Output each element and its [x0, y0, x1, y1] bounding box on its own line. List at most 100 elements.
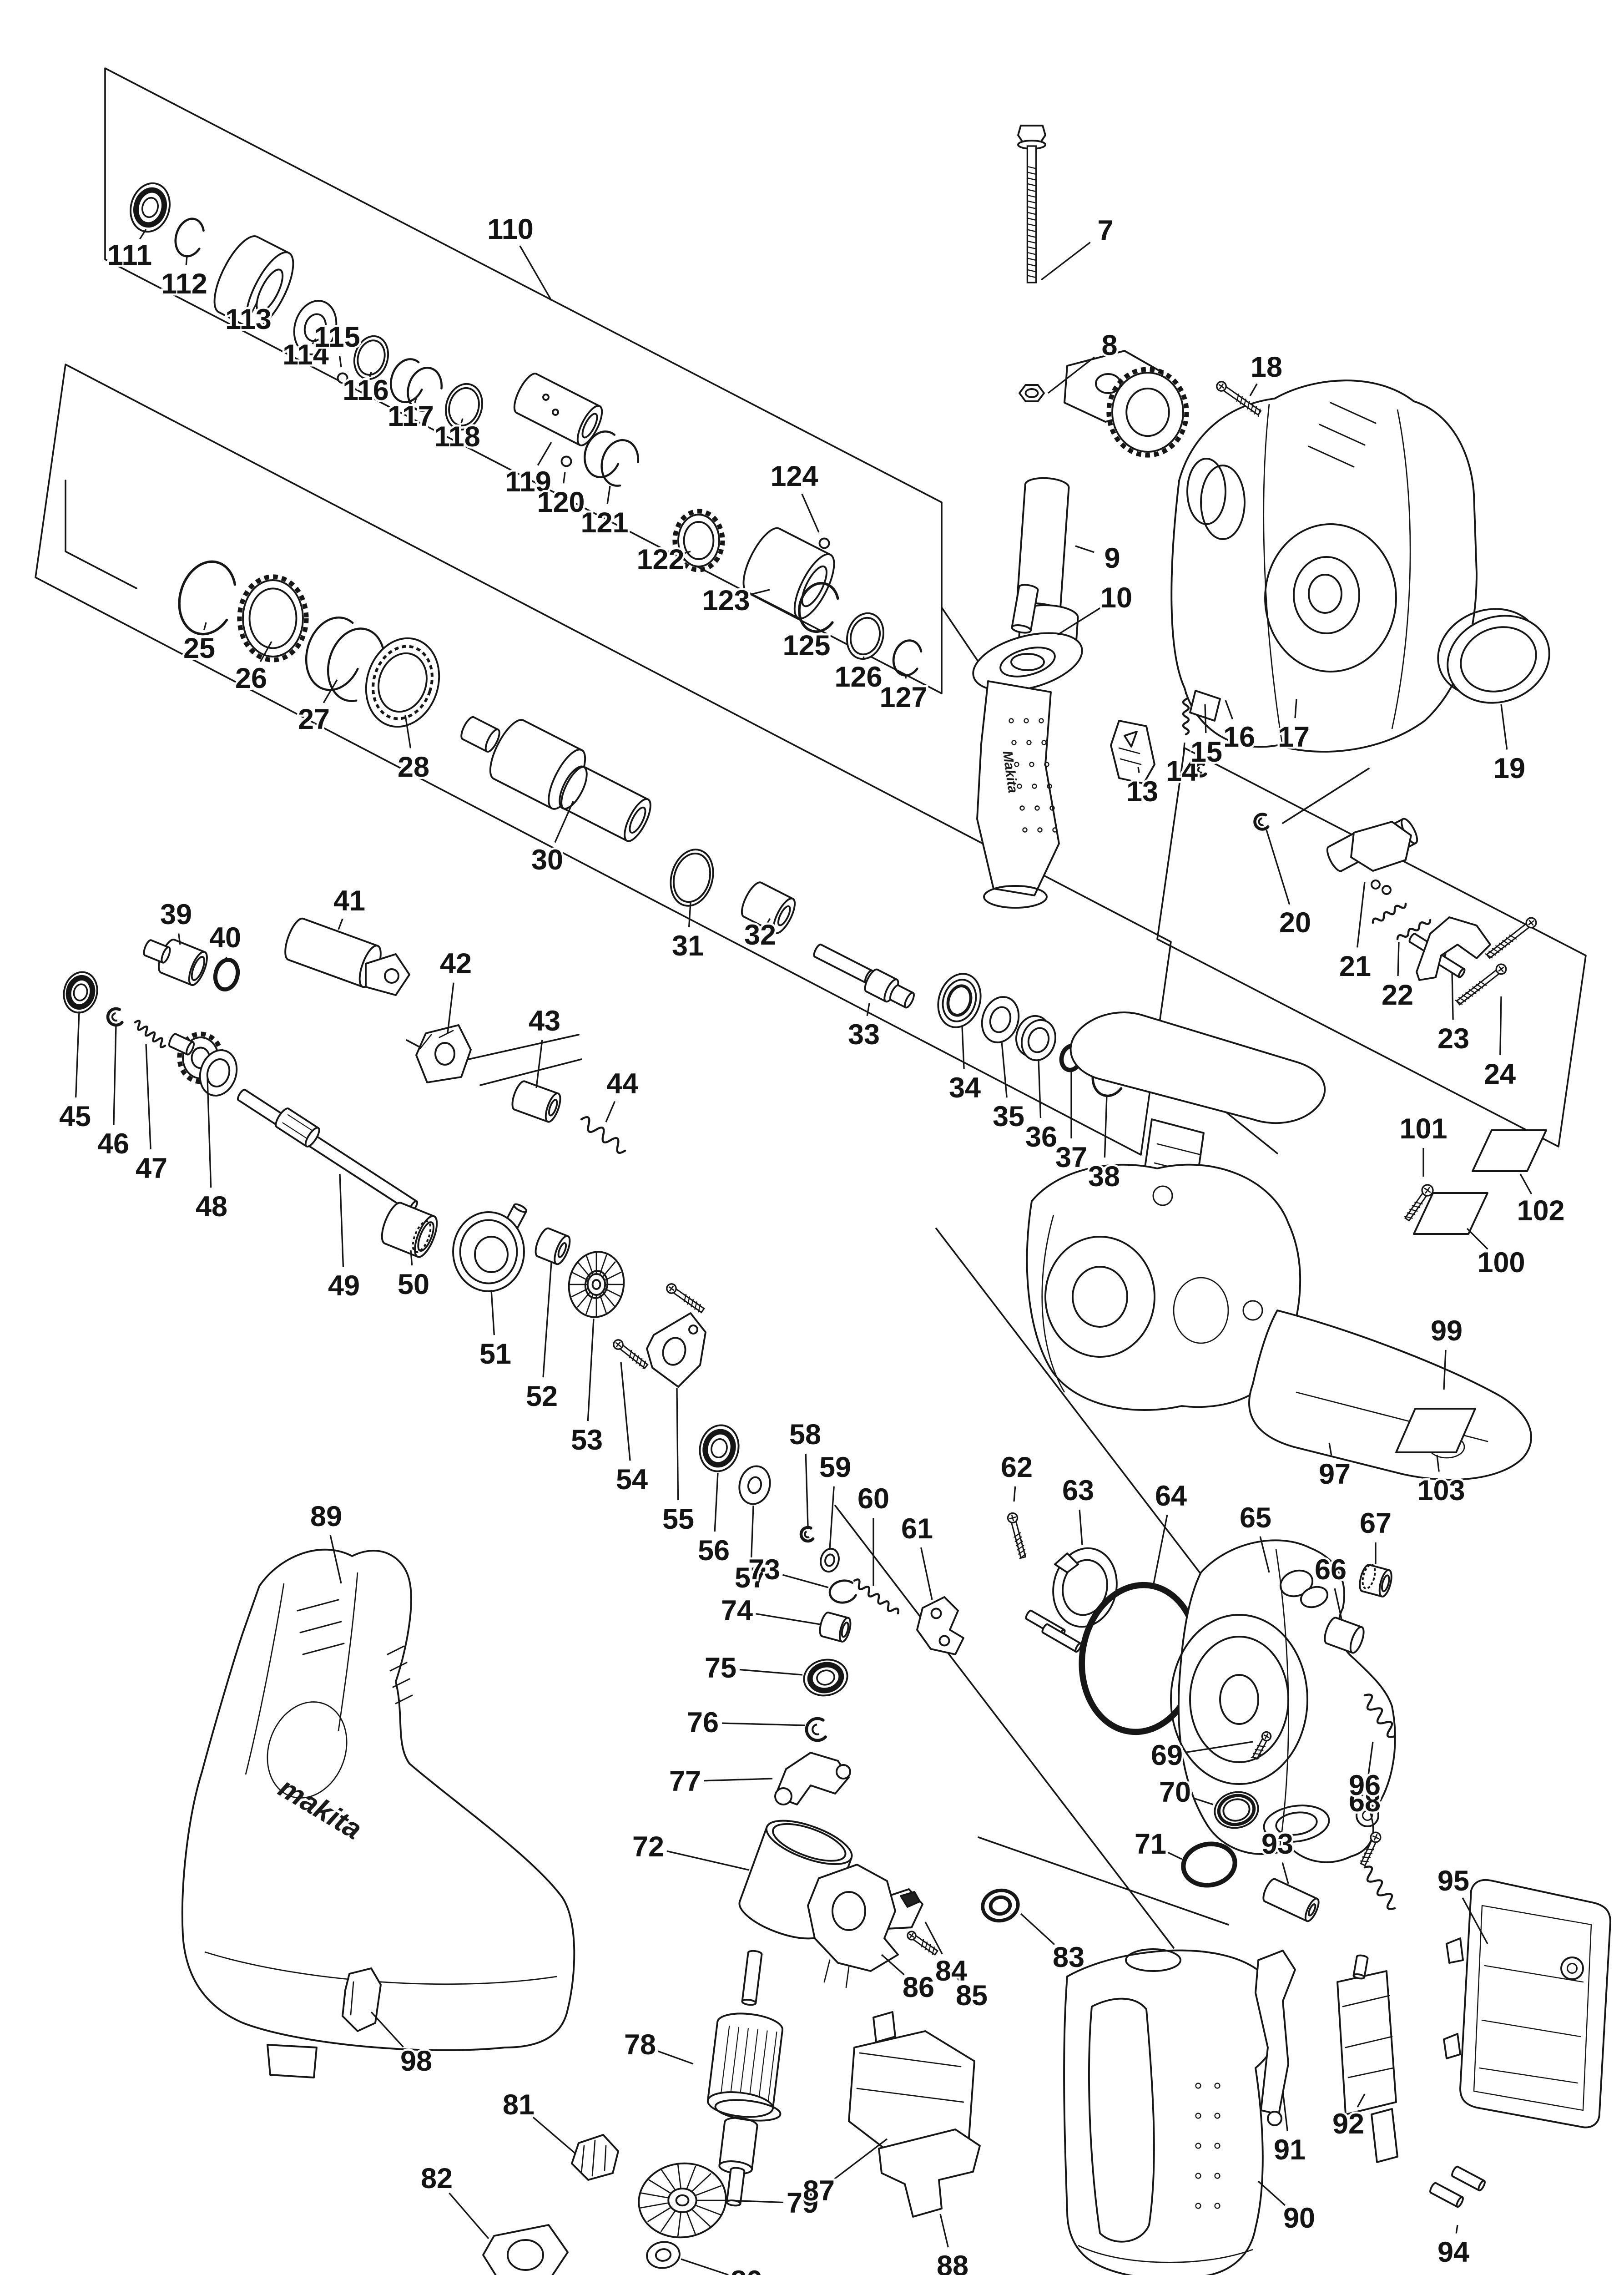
part-96-label: 96 — [1349, 1769, 1381, 1801]
part-44-drawing — [580, 1116, 626, 1154]
part-48-label: 48 — [196, 1191, 227, 1223]
part-97-leader — [1328, 1442, 1332, 1456]
part-115-leader — [339, 356, 342, 368]
part-63-leader — [1079, 1509, 1083, 1546]
part-7-drawing — [1017, 125, 1046, 283]
part-25-drawing — [178, 560, 237, 636]
part-124-leader — [801, 493, 820, 533]
part-68-drawing — [1363, 1694, 1396, 1910]
part-30-drawing — [460, 716, 651, 842]
part-70-label: 70 — [1159, 1776, 1191, 1808]
part-119-drawing — [513, 373, 603, 446]
part-87-leader — [833, 2138, 888, 2180]
part-22-label: 22 — [1382, 979, 1413, 1011]
part-34-drawing — [937, 973, 982, 1028]
part-100-leader — [1466, 1228, 1488, 1250]
part-123-drawing — [742, 527, 835, 620]
part-118-label: 118 — [434, 421, 480, 453]
part-50-drawing — [381, 1202, 438, 1258]
part-102-label: 102 — [1517, 1195, 1564, 1227]
part-39-label: 39 — [160, 899, 192, 930]
leader-lines — [75, 229, 1533, 2275]
part-8-drawing — [1019, 384, 1045, 402]
part-33-leader — [866, 1003, 870, 1016]
part-53-leader — [587, 1318, 595, 1421]
part-8-leader — [1047, 356, 1095, 394]
part-27-drawing — [305, 617, 386, 702]
part-90-drawing — [1063, 1948, 1281, 2275]
part-127-drawing — [892, 639, 923, 677]
part-121-leader — [606, 485, 611, 504]
part-58-drawing — [799, 1526, 817, 1543]
part-46-leader — [113, 1025, 117, 1125]
part-73-label: 73 — [748, 1554, 780, 1586]
part-23-drawing — [1408, 916, 1491, 981]
part-18-label: 18 — [1251, 351, 1282, 383]
part-21-leader — [1357, 881, 1366, 948]
part-15-label: 15 — [1190, 736, 1222, 768]
part-99-label: 99 — [1431, 1315, 1463, 1347]
part-92-label: 92 — [1332, 2108, 1364, 2140]
part-34-label: 34 — [949, 1072, 981, 1104]
part-122-drawing — [672, 509, 725, 572]
part-14-leader — [1183, 742, 1185, 753]
part-80-drawing — [646, 2241, 681, 2269]
part-111-leader — [139, 229, 147, 240]
part-53-drawing — [568, 1251, 625, 1318]
part-44-label: 44 — [606, 1068, 638, 1100]
part-83-label: 83 — [1053, 1941, 1084, 1973]
part-112-leader — [185, 256, 188, 265]
part-64-label: 64 — [1155, 1480, 1187, 1512]
part-79-leader — [727, 2199, 784, 2204]
part-82-label: 82 — [421, 2163, 453, 2194]
part-74-label: 74 — [721, 1595, 753, 1627]
part-62-leader — [1013, 1486, 1016, 1502]
part-38-label: 38 — [1088, 1161, 1120, 1193]
part-57-leader — [750, 1505, 754, 1559]
part-99-drawing — [1026, 1011, 1532, 1481]
part-117-drawing — [390, 358, 443, 412]
part-16-label: 16 — [1223, 721, 1255, 753]
part-59-drawing — [820, 1547, 840, 1573]
part-83-drawing — [981, 1888, 1020, 1923]
part-17-drawing — [1170, 379, 1478, 753]
part-53-label: 53 — [571, 1424, 603, 1456]
part-78-label: 78 — [624, 2029, 656, 2061]
part-67-label: 67 — [1360, 1507, 1392, 1539]
part-81-drawing — [571, 2134, 619, 2181]
part-89-label: 89 — [310, 1501, 342, 1532]
part-7-leader — [1040, 242, 1091, 281]
part-40-label: 40 — [209, 922, 241, 954]
part-59-label: 59 — [819, 1451, 851, 1483]
part-116-drawing — [353, 335, 389, 380]
part-74-drawing — [819, 1612, 852, 1643]
part-56-drawing — [699, 1424, 740, 1472]
part-30-label: 30 — [531, 844, 563, 876]
part-18-drawing — [1216, 381, 1262, 417]
part-90-label: 90 — [1283, 2202, 1315, 2234]
part-110-leader — [519, 245, 552, 301]
part-113-drawing — [213, 235, 294, 330]
part-110-label: 110 — [487, 213, 534, 245]
part-114-drawing — [293, 300, 338, 355]
part-119-leader — [537, 442, 552, 466]
part-26-drawing — [237, 574, 309, 662]
part-124-drawing — [818, 537, 830, 549]
part-54-label: 54 — [616, 1464, 648, 1496]
part-32-label: 32 — [744, 919, 776, 951]
part-116-label: 116 — [343, 374, 389, 406]
part-42-label: 42 — [440, 948, 472, 980]
part-101-drawing — [1404, 1184, 1434, 1222]
part-120-drawing — [560, 455, 572, 467]
part-102-leader — [1519, 1173, 1533, 1195]
part-91-leader — [1282, 2091, 1288, 2131]
part-113-label: 113 — [225, 303, 272, 335]
part-19-leader — [1500, 704, 1508, 750]
part-95-leader — [1462, 1897, 1488, 1944]
part-35-drawing — [981, 996, 1020, 1043]
part-98-leader — [370, 2011, 404, 2048]
part-103-leader — [1436, 1455, 1440, 1472]
part-80-leader — [681, 2258, 729, 2275]
